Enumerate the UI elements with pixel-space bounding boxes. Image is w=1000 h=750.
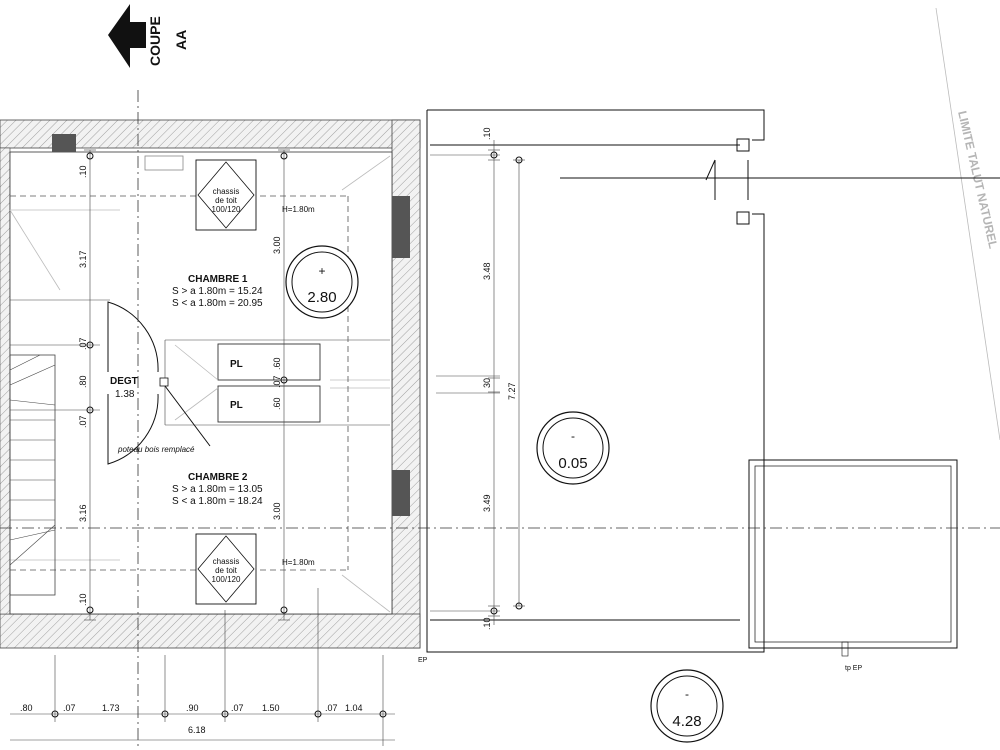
svg-text:.90: .90: [186, 703, 199, 713]
room-area: 1.38: [115, 389, 135, 400]
terrace-total: 7.27: [507, 382, 517, 400]
svg-text:.10: .10: [482, 617, 492, 630]
dimension-lines: [10, 140, 525, 746]
section-arrow-icon: [108, 4, 146, 68]
svg-text:.07: .07: [272, 375, 282, 388]
section-label-aa: AA: [173, 30, 189, 50]
room-area-below: S < a 1.80m = 18.24: [172, 496, 263, 507]
chimney: [52, 134, 76, 152]
bottom-total: 6.18: [188, 725, 206, 735]
svg-text:3.00: 3.00: [272, 236, 282, 254]
svg-text:.07: .07: [78, 337, 88, 350]
closet-label-1: PL: [230, 359, 243, 370]
svg-text:0.05: 0.05: [558, 455, 587, 472]
window-east-1: [392, 196, 410, 258]
svg-text:de toit: de toit: [215, 196, 238, 205]
svg-text:.07: .07: [63, 703, 76, 713]
ep-label-2: tp EP: [845, 665, 862, 672]
room-area-above: S > a 1.80m = 13.05: [172, 484, 263, 495]
room-chambre-1: CHAMBRE 1 S > a 1.80m = 15.24 S < a 1.80…: [172, 274, 263, 309]
room-area-above: S > a 1.80m = 15.24: [172, 286, 263, 297]
skylight-2: [195, 533, 257, 605]
svg-text:.10: .10: [482, 127, 492, 140]
svg-text:1.50: 1.50: [262, 703, 280, 713]
height-mark-1: H=1.80m: [282, 205, 315, 214]
svg-text:3.16: 3.16: [78, 504, 88, 522]
svg-text:100/120: 100/120: [212, 205, 241, 214]
svg-text:.07: .07: [78, 415, 88, 428]
svg-text:.60: .60: [272, 357, 282, 370]
dims-bottom: .80 .07 1.73 .90 .07 1.50 .07 1.04 6.18: [20, 703, 363, 735]
svg-text:1.73: 1.73: [102, 703, 120, 713]
dims-center: 3.00 .60 .07 .60 3.00: [272, 236, 282, 520]
room-degt: DEGT 1.38: [110, 376, 138, 400]
section-marker: COUPE AA: [108, 4, 189, 68]
house-walls: [0, 119, 421, 649]
svg-text:-: -: [571, 429, 575, 443]
level-marker-1: + 2.80: [285, 245, 359, 319]
svg-text:3.17: 3.17: [78, 250, 88, 268]
level-marker-3: - 4.28: [650, 669, 724, 743]
skylight-labels-2: chassis de toit 100/120: [212, 557, 241, 584]
terrace: [426, 109, 1000, 657]
skylight-1: [195, 159, 257, 231]
roof-lines: [9, 155, 391, 613]
svg-text:+: +: [318, 264, 325, 278]
svg-text:chassis: chassis: [213, 557, 240, 566]
staircase: [9, 354, 56, 596]
doors: [107, 301, 211, 465]
svg-text:3.48: 3.48: [482, 262, 492, 280]
svg-text:4.28: 4.28: [672, 713, 701, 730]
room-area-below: S < a 1.80m = 20.95: [172, 298, 263, 309]
svg-text:.10: .10: [78, 165, 88, 178]
ep-label-1: EP: [418, 657, 428, 664]
window-east-2: [392, 470, 410, 516]
partitions: [10, 299, 390, 426]
svg-text:de toit: de toit: [215, 566, 238, 575]
room-name: DEGT: [110, 376, 138, 387]
svg-text:.10: .10: [78, 593, 88, 606]
dims-left: .10 3.17 .07 .80 .07 3.16 .10: [78, 165, 88, 606]
height-mark-2: H=1.80m: [282, 558, 315, 567]
svg-text:.80: .80: [78, 375, 88, 388]
svg-text:.80: .80: [20, 703, 33, 713]
section-label-coupe: COUPE: [147, 16, 163, 66]
boundary-line: [935, 7, 1000, 441]
svg-text:1.04: 1.04: [345, 703, 363, 713]
svg-text:.07: .07: [231, 703, 244, 713]
svg-text:3.00: 3.00: [272, 502, 282, 520]
dims-terrace: .10 3.48 30 3.49 .10 7.27: [482, 127, 517, 630]
skylight-labels-1: chassis de toit 100/120: [212, 187, 241, 214]
post-note: poteau bois remplacé: [117, 445, 195, 454]
closet-label-2: PL: [230, 400, 243, 411]
svg-text:3.49: 3.49: [482, 494, 492, 512]
svg-text:.07: .07: [325, 703, 338, 713]
svg-text:.60: .60: [272, 397, 282, 410]
room-name: CHAMBRE 1: [188, 274, 248, 285]
room-name: CHAMBRE 2: [188, 472, 248, 483]
svg-text:chassis: chassis: [213, 187, 240, 196]
svg-text:2.80: 2.80: [307, 289, 336, 306]
room-chambre-2: CHAMBRE 2 S > a 1.80m = 13.05 S < a 1.80…: [172, 472, 263, 507]
svg-text:-: -: [685, 687, 689, 701]
svg-text:30: 30: [482, 378, 492, 388]
level-marker-2: - 0.05: [536, 411, 610, 485]
svg-text:100/120: 100/120: [212, 575, 241, 584]
